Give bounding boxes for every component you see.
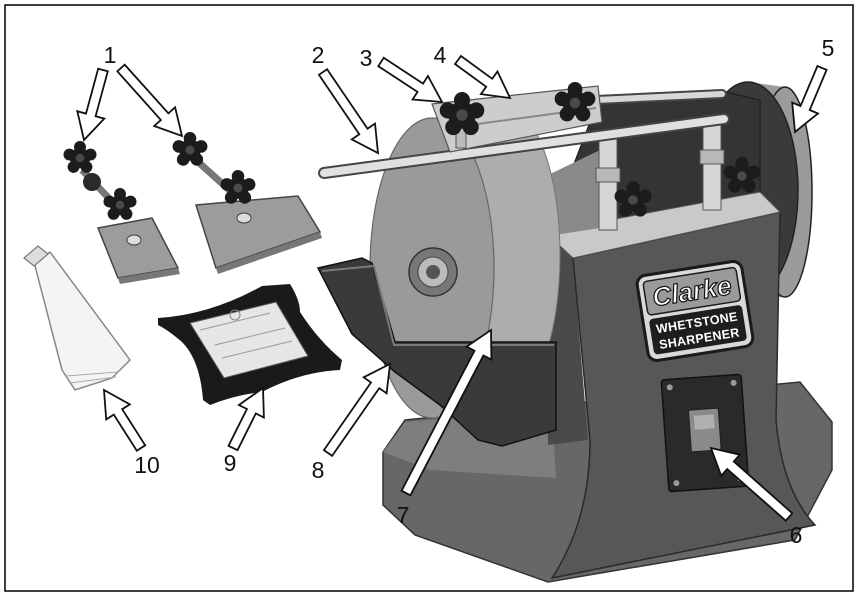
callout-arrow-6 — [709, 446, 794, 522]
brand-label: Clarke WHETSTONE SHARPENER — [635, 260, 755, 362]
straight-edge-jig — [79, 167, 180, 284]
callout-arrow-8 — [322, 362, 392, 458]
universal-support-bar — [318, 89, 730, 179]
callout-arrow-5 — [791, 64, 828, 134]
angle-setting-gauge — [158, 284, 342, 405]
callout-arrow-10 — [102, 388, 147, 452]
honing-paste-tube — [23, 245, 131, 391]
wide-blade-jig — [193, 157, 322, 274]
callout-number-3: 3 — [360, 45, 373, 71]
callout-number-5: 5 — [822, 35, 835, 61]
callout-number-6: 6 — [790, 522, 803, 548]
callout-number-10: 10 — [134, 452, 160, 478]
callout-arrow-1a — [76, 67, 109, 142]
support-posts — [595, 117, 725, 231]
callout-number-7: 7 — [397, 502, 410, 528]
callout-arrow-3 — [377, 56, 444, 104]
callout-number-9: 9 — [224, 450, 237, 476]
callout-number-2: 2 — [312, 42, 325, 68]
callout-arrow-9 — [227, 386, 265, 452]
callout-arrow-7 — [400, 328, 493, 497]
callout-arrow-4 — [453, 54, 512, 100]
callout-number-1: 1 — [104, 42, 117, 68]
callout-number-8: 8 — [312, 457, 325, 483]
callout-arrow-1b — [116, 63, 184, 138]
rear-slope — [548, 150, 600, 236]
callout-arrow-2 — [317, 67, 380, 155]
callout-number-4: 4 — [434, 42, 447, 68]
